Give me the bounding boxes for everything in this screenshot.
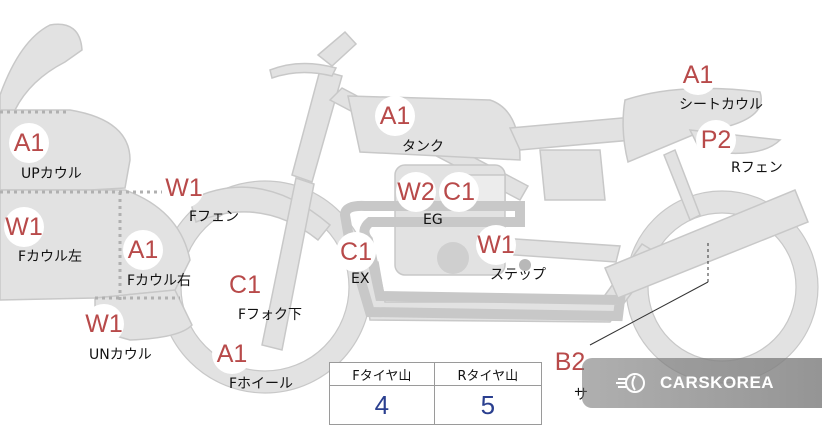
fwheel-label: Fホイール (229, 376, 294, 392)
rear-tire-header: Rタイヤ山 (433, 362, 543, 386)
fcowl-left-label: Fカウル左 (18, 249, 83, 265)
ffender-label: Fフェン (189, 209, 240, 225)
ffork-label: Fフォク下 (238, 307, 303, 323)
step-code: W1 (476, 225, 516, 265)
step-label: ステップ (490, 267, 546, 283)
partial-code: B2 (550, 342, 590, 382)
ex-code: C1 (336, 232, 376, 272)
fcowl-right-label: Fカウル右 (127, 273, 192, 289)
tank-code: A1 (375, 96, 415, 136)
seatcowl-code: A1 (678, 55, 718, 95)
flame-logo-icon (616, 373, 645, 393)
rfender-code: P2 (696, 120, 736, 160)
watermark-text: CARSKOREA (660, 373, 775, 392)
rfender-label: Rフェン (731, 160, 783, 176)
fork-shape (291, 69, 343, 183)
tank-label: タンク (402, 139, 444, 155)
upper-cowl-shape (0, 23, 83, 121)
exhaust-shape (339, 200, 626, 322)
front-fender-shape (189, 186, 332, 242)
fcowl-right-code: A1 (123, 230, 163, 270)
front-tire-value: 4 (329, 385, 435, 425)
ffork-code: C1 (225, 265, 265, 305)
seat-cowl-shape (622, 87, 762, 164)
uncowl-code: W1 (84, 304, 124, 344)
front-tire-header: Fタイヤ山 (329, 362, 435, 386)
rear-tire-value: 5 (433, 385, 543, 425)
upcowl-label: UPカウル (21, 166, 82, 182)
uncowl-label: UNカウル (89, 347, 152, 363)
ex-label: EX (351, 271, 370, 287)
swing-arm-shape (604, 189, 809, 299)
seatcowl-label: シートカウル (679, 97, 763, 113)
tire-tread-table: Fタイヤ山 Rタイヤ山 4 5 (329, 362, 543, 425)
fwheel-code: A1 (212, 334, 252, 374)
eg-code-c1: C1 (439, 172, 479, 212)
upcowl-code: A1 (9, 123, 49, 163)
watermark-banner: CARSKOREA (582, 358, 822, 408)
eg-label: EG (423, 212, 443, 228)
eg-code-w2: W2 (396, 172, 436, 212)
fcowl-left-code: W1 (4, 207, 44, 247)
ffender-code: W1 (164, 168, 204, 208)
